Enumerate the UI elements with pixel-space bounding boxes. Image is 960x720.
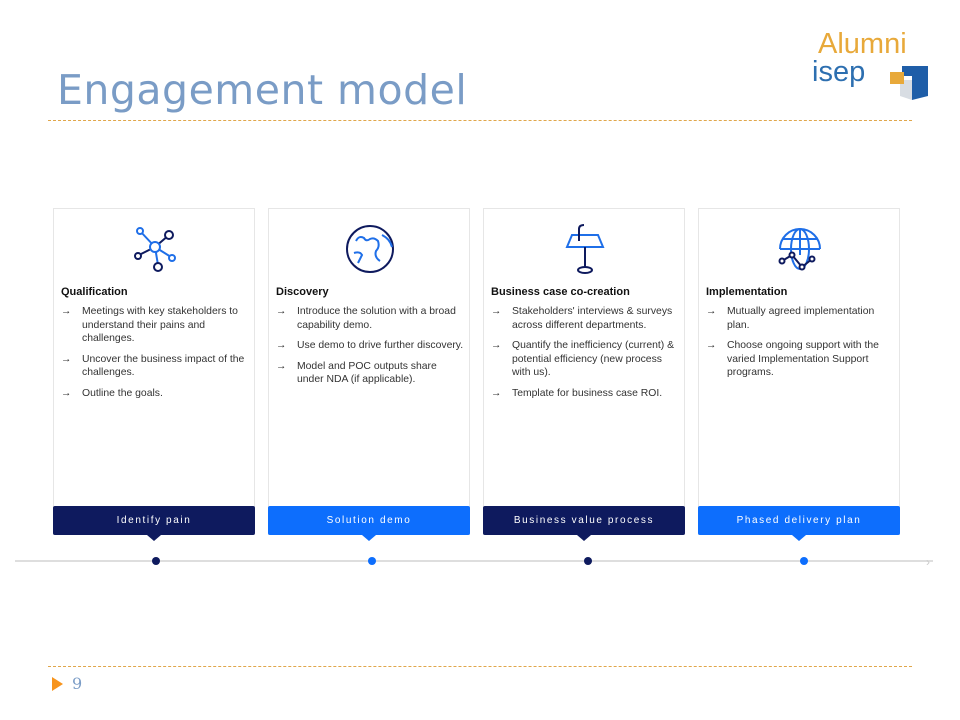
arrow-icon: →	[276, 340, 287, 351]
list-item: → Mutually agreed implementation plan.	[706, 305, 894, 332]
page-number: 9	[72, 674, 83, 693]
stage-label: Phased delivery plan	[698, 506, 900, 541]
presentation-stand-icon	[565, 224, 605, 274]
timeline-dot	[368, 557, 376, 565]
card-discovery: Discovery → Introduce the solution with a…	[268, 208, 470, 541]
bullet-list: → Introduce the solution with a broad cap…	[276, 305, 464, 394]
bullet-text: Quantify the inefficiency (current) & po…	[512, 340, 675, 378]
page-title: Engagement model	[57, 66, 468, 114]
bullet-text: Introduce the solution with a broad capa…	[297, 306, 456, 331]
bullet-list: → Meetings with key stakeholders to under…	[61, 305, 249, 407]
bullet-text: Template for business case ROI.	[512, 387, 663, 399]
card-heading: Qualification	[61, 286, 128, 298]
bullet-text: Mutually agreed implementation plan.	[727, 306, 875, 331]
bullet-list: → Stakeholders' interviews & surveys acro…	[491, 305, 679, 407]
globe-network-icon	[778, 228, 821, 271]
header-divider	[48, 120, 912, 121]
triangle-bullet-icon	[52, 677, 63, 691]
arrow-icon: →	[61, 353, 72, 365]
bullet-text: Model and POC outputs share under NDA (i…	[297, 360, 437, 386]
list-item: → Quantify the inefficiency (current) & p…	[491, 339, 679, 380]
arrow-icon: →	[276, 360, 287, 372]
bullet-text: Use demo to drive further discovery.	[297, 340, 464, 351]
arrow-icon: →	[491, 387, 502, 399]
arrow-icon: →	[706, 340, 717, 351]
timeline-dot	[800, 557, 808, 565]
arrow-icon: →	[61, 306, 72, 317]
logo-line2: isep	[812, 56, 866, 88]
bullet-text: Meetings with key stakeholders to unders…	[82, 306, 238, 344]
arrow-icon: →	[61, 387, 72, 399]
list-item: → Use demo to drive further discovery.	[276, 339, 464, 353]
card-heading: Implementation	[706, 286, 788, 298]
list-item: → Meetings with key stakeholders to under…	[61, 305, 249, 346]
list-item: → Outline the goals.	[61, 387, 249, 401]
card-qualification: Qualification → Meetings with key stakeho…	[53, 208, 255, 541]
stage-label: Identify pain	[53, 506, 255, 541]
stage-label: Solution demo	[268, 506, 470, 541]
bullet-text: Stakeholders' interviews & surveys acros…	[512, 306, 673, 331]
timeline-dot	[152, 557, 160, 565]
list-item: → Choose ongoing support with the varied …	[706, 339, 894, 380]
timeline-line	[15, 560, 933, 562]
timeline-dot	[584, 557, 592, 565]
globe-icon	[346, 225, 394, 273]
list-item: → Introduce the solution with a broad cap…	[276, 305, 464, 332]
network-nodes-icon	[134, 227, 176, 272]
logo-line1: Alumni	[818, 28, 907, 60]
stage-label: Business value process	[483, 506, 685, 541]
card-business-case: Business case co-creation → Stakeholders'…	[483, 208, 685, 541]
list-item: → Template for business case ROI.	[491, 387, 679, 401]
arrow-icon: →	[706, 306, 717, 317]
card-implementation: Implementation → Mutually agreed implemen…	[698, 208, 900, 541]
bullet-text: Outline the goals.	[82, 387, 163, 399]
timeline-arrow-icon: ›	[926, 555, 930, 569]
bullet-list: → Mutually agreed implementation plan. → C…	[706, 305, 894, 387]
card-heading: Discovery	[276, 286, 329, 298]
arrow-icon: →	[491, 340, 502, 351]
list-item: → Stakeholders' interviews & surveys acro…	[491, 305, 679, 332]
footer-divider	[48, 666, 912, 667]
card-heading: Business case co-creation	[491, 286, 630, 298]
list-item: → Model and POC outputs share under NDA (…	[276, 360, 464, 387]
bullet-text: Uncover the business impact of the chall…	[82, 353, 245, 379]
logo-mark-icon	[890, 66, 928, 100]
bullet-text: Choose ongoing support with the varied I…	[727, 340, 879, 378]
list-item: → Uncover the business impact of the chal…	[61, 353, 249, 380]
arrow-icon: →	[491, 306, 502, 317]
alumni-isep-logo: Alumni isep	[812, 28, 932, 100]
arrow-icon: →	[276, 306, 287, 317]
